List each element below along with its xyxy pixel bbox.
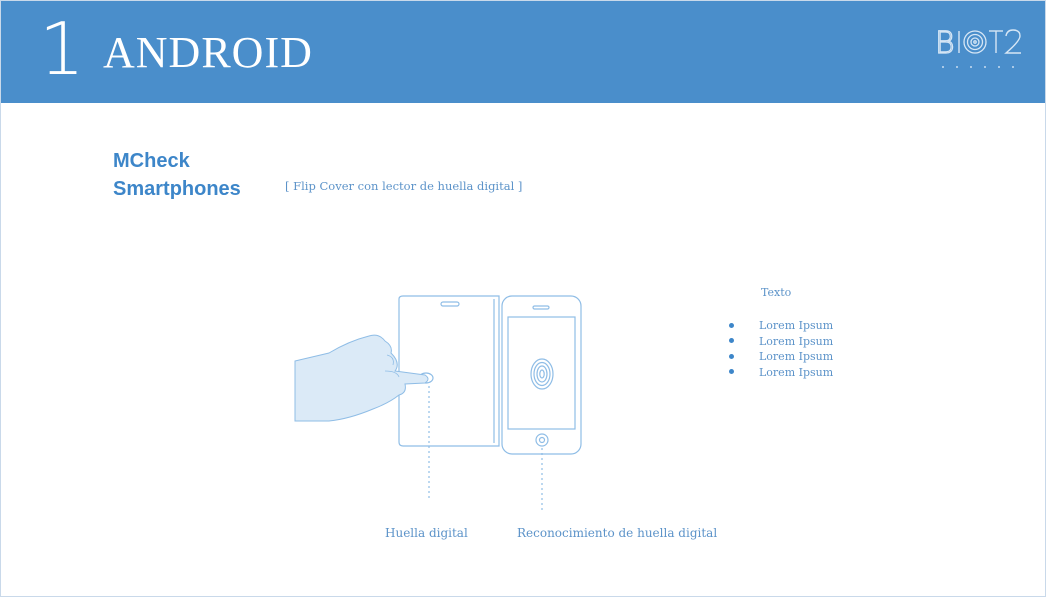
flip-cover-speaker xyxy=(440,301,460,307)
bullet-icon xyxy=(729,322,734,328)
bullet-icon xyxy=(729,338,734,343)
list-item: Lorem Ipsum xyxy=(729,365,833,381)
header-bar: 1 ANDROID B xyxy=(1,1,1045,103)
list-item-label: Lorem Ipsum xyxy=(759,350,834,363)
list-item: Lorem Ipsum xyxy=(729,334,833,350)
flip-cover-panel xyxy=(398,295,500,447)
fingerprint-icon xyxy=(530,358,554,390)
product-name: MCheck Smartphones xyxy=(113,147,241,203)
list-item-label: Lorem Ipsum xyxy=(759,365,834,379)
flip-cover-illustration xyxy=(294,295,582,511)
section-title: ANDROID xyxy=(103,28,313,77)
list-item: Lorem Ipsum xyxy=(729,349,833,365)
biot2-logo: B xyxy=(935,25,1021,68)
bullet-list: Lorem Ipsum Lorem Ipsum Lorem Ipsum Lore… xyxy=(729,318,833,380)
section-number: 1 xyxy=(39,7,85,91)
home-button-icon xyxy=(535,433,549,447)
fingerprint-icon xyxy=(963,30,987,54)
list-item-label: Lorem Ipsum xyxy=(759,334,834,348)
product-name-line1: MCheck xyxy=(113,150,190,172)
smartphone-body xyxy=(501,295,582,455)
list-item: Lorem Ipsum xyxy=(729,318,833,334)
svg-text:B: B xyxy=(935,26,955,61)
product-subtitle: [ Flip Cover con lector de huella digita… xyxy=(285,179,523,193)
caption-fingerprint: Huella digital xyxy=(385,526,468,540)
bullet-icon xyxy=(729,369,734,374)
list-item-label: Lorem Ipsum xyxy=(759,319,834,332)
text-heading: Texto xyxy=(761,286,792,299)
hand-icon xyxy=(294,334,429,422)
caption-fingerprint-recognition: Reconocimiento de huella digital xyxy=(517,526,718,540)
bullet-icon xyxy=(729,353,734,359)
smartphone-screen xyxy=(507,316,576,430)
product-name-line2: Smartphones xyxy=(113,178,241,200)
